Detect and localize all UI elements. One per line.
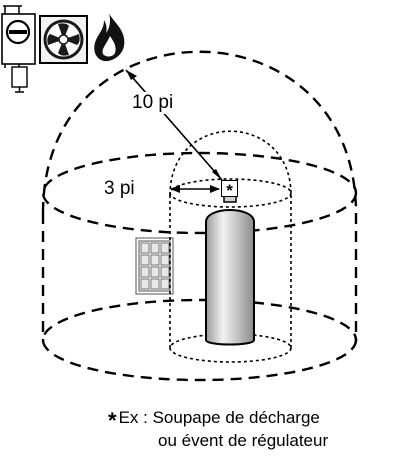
window-icon: [135, 237, 174, 295]
legend-line-2: ou évent de régulateur: [158, 431, 329, 450]
distance-label-3ft: 3 pi: [104, 178, 135, 199]
legend-star: *: [108, 408, 117, 433]
fan-icon: [39, 15, 88, 64]
ten-foot-arrow-top: [126, 70, 137, 80]
ten-foot-line: [125, 69, 223, 181]
three-foot-arrow-right: [210, 185, 220, 193]
legend-line-1: *Ex : Soupape de décharge: [108, 408, 320, 434]
distance-label-10ft: 10 pi: [131, 92, 175, 114]
flame-icon: [94, 13, 125, 62]
large-clearance-dome: [41, 50, 358, 382]
ten-foot-arrow-bottom: [212, 169, 222, 180]
gas-cylinder-icon: [205, 193, 255, 346]
electric-meter-icon: [1, 5, 36, 93]
relief-valve-marker: *: [221, 180, 238, 200]
legend-text-1: Ex : Soupape de décharge: [118, 408, 320, 427]
three-foot-arrow-left: [170, 185, 180, 193]
